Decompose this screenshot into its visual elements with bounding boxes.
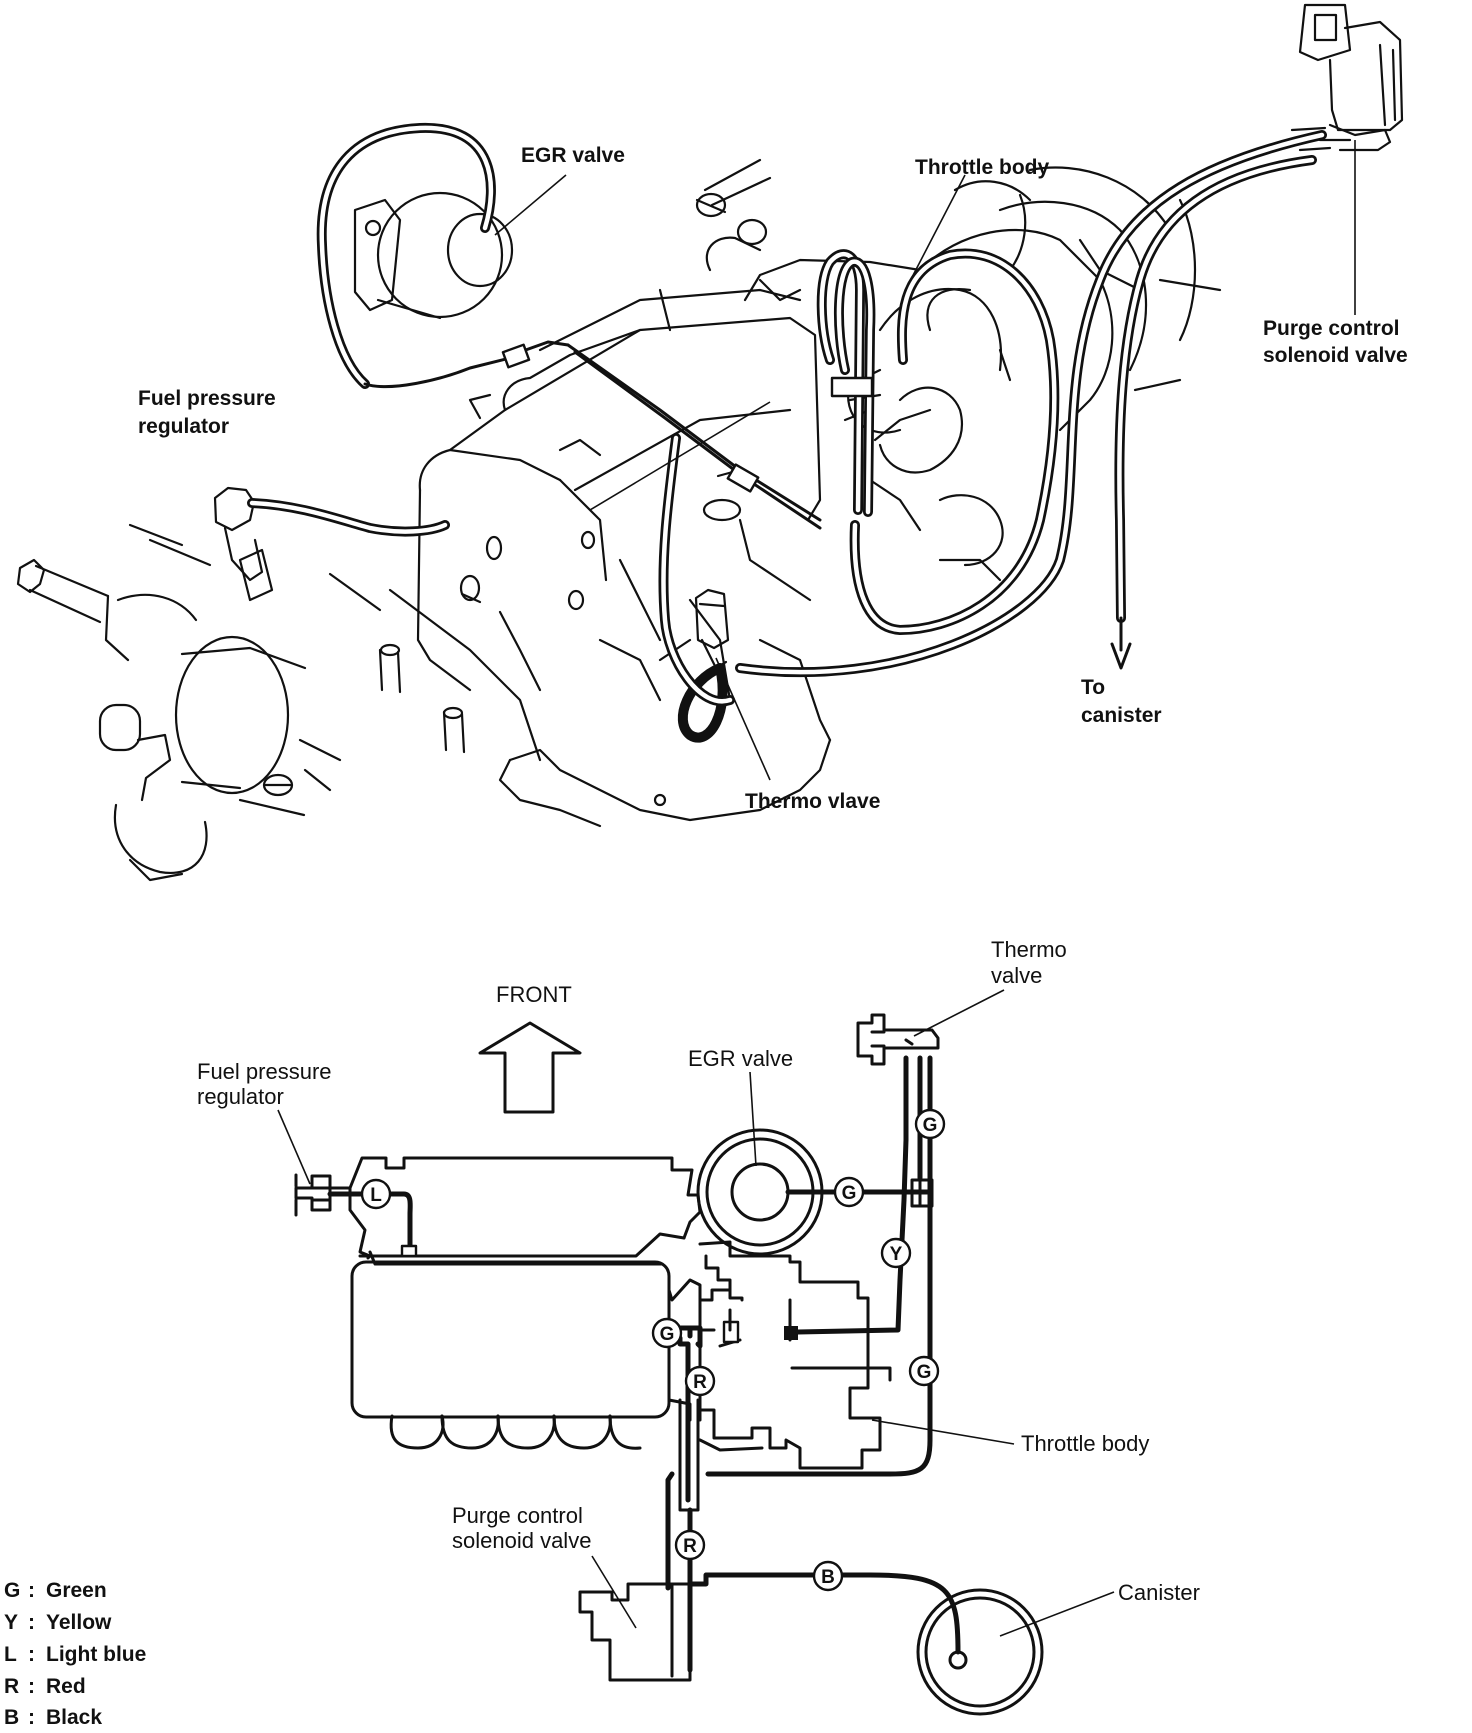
hose-tag-yellow: Y	[880, 1237, 912, 1269]
label-egr-valve-lower: EGR valve	[688, 1046, 793, 1071]
label-throttle-body-lower: Throttle body	[1021, 1431, 1149, 1456]
schematic-fuel-regulator	[294, 1173, 352, 1217]
legend-item: L : Light blue	[4, 1643, 146, 1666]
schematic-hoses	[327, 1055, 961, 1673]
label-to-canister-1: To	[1081, 676, 1105, 699]
svg-text:L: L	[370, 1185, 382, 1206]
label-egr-valve-upper: EGR valve	[521, 144, 625, 167]
label-thermo-valve-lower-2: valve	[991, 963, 1042, 988]
label-purge-valve-lower-1: Purge control	[452, 1503, 583, 1528]
svg-text:Red: Red	[46, 1675, 86, 1698]
svg-text::: :	[28, 1675, 35, 1698]
svg-text:R: R	[693, 1372, 707, 1393]
svg-text:R: R	[683, 1536, 697, 1557]
legend-item: G : Green	[4, 1579, 107, 1602]
schematic-intake-manifold	[348, 1156, 732, 1450]
label-front: FRONT	[496, 982, 572, 1007]
label-canister: Canister	[1118, 1580, 1200, 1605]
hose-tag-red-lower: R	[674, 1529, 706, 1561]
legend-item: R : Red	[4, 1675, 86, 1698]
schematic-thermo-valve	[856, 1013, 940, 1066]
svg-text:Light blue: Light blue	[46, 1643, 146, 1666]
upper-vacuum-hoses	[247, 122, 1327, 743]
svg-text:R: R	[4, 1675, 19, 1698]
svg-text:Y: Y	[890, 1244, 903, 1265]
purge-solenoid-drawing	[1290, 3, 1404, 152]
label-fuel-reg-lower-2: regulator	[197, 1084, 284, 1109]
svg-text:Y: Y	[4, 1611, 18, 1634]
svg-text:B: B	[4, 1706, 19, 1728]
hose-tags: L G G Y G G R	[360, 1108, 946, 1592]
svg-text:G: G	[660, 1324, 675, 1345]
schematic-purge-solenoid	[578, 1582, 692, 1682]
svg-text:G: G	[842, 1183, 857, 1204]
hose-tag-throttle-left: G	[651, 1317, 683, 1349]
legend-item: Y : Yellow	[4, 1611, 112, 1634]
perspective-engine-view: EGR valve Throttle body Purge control so…	[16, 3, 1408, 882]
throttle-body-drawing	[695, 158, 1222, 582]
label-throttle-body-upper: Throttle body	[915, 156, 1049, 179]
upper-labels: EGR valve Throttle body Purge control so…	[138, 140, 1408, 813]
distributor-drawing	[16, 523, 342, 882]
schematic-view: FRONT	[4, 937, 1200, 1729]
label-to-canister-2: canister	[1081, 704, 1162, 727]
label-purge-valve-lower-2: solenoid valve	[452, 1528, 591, 1553]
front-arrow: FRONT	[478, 982, 582, 1114]
schematic-canister	[916, 1588, 1044, 1716]
svg-text:B: B	[821, 1567, 835, 1588]
label-fuel-reg-upper-1: Fuel pressure	[138, 387, 276, 410]
hose-tag-black: B	[812, 1560, 844, 1592]
svg-text:G: G	[923, 1115, 938, 1136]
legend-item: B : Black	[4, 1706, 102, 1729]
hose-tag-thermo-upper: G	[914, 1108, 946, 1140]
svg-text:L: L	[4, 1643, 17, 1666]
egr-valve-drawing	[353, 191, 514, 320]
svg-text::: :	[28, 1611, 35, 1634]
hose-tag-fuel-reg: L	[360, 1178, 392, 1210]
colour-legend: G : Green Y : Yellow L : Light blue R : …	[4, 1579, 146, 1729]
svg-text::: :	[28, 1643, 35, 1666]
label-fuel-reg-upper-2: regulator	[138, 415, 229, 438]
svg-text:Black: Black	[46, 1706, 102, 1728]
svg-text:G: G	[4, 1579, 20, 1602]
label-thermo-valve-upper: Thermo vlave	[745, 790, 880, 813]
schematic-labels: Thermo valve EGR valve Fuel pressure reg…	[197, 937, 1200, 1637]
label-purge-valve-upper-2: solenoid valve	[1263, 344, 1408, 367]
hose-tag-egr: G	[833, 1176, 865, 1208]
svg-text:Green: Green	[46, 1579, 107, 1602]
svg-text:Yellow: Yellow	[46, 1611, 112, 1634]
svg-text::: :	[28, 1579, 35, 1602]
svg-text:G: G	[917, 1362, 932, 1383]
label-thermo-valve-lower-1: Thermo	[991, 937, 1067, 962]
label-fuel-reg-lower-1: Fuel pressure	[197, 1059, 332, 1084]
hose-tag-red-upper: R	[684, 1365, 716, 1397]
hose-tag-thermo-lower: G	[908, 1355, 940, 1387]
schematic-throttle-body	[698, 1240, 892, 1470]
fuel-regulator-drawing	[213, 486, 274, 602]
svg-text::: :	[28, 1706, 35, 1728]
label-purge-valve-upper-1: Purge control	[1263, 317, 1400, 340]
